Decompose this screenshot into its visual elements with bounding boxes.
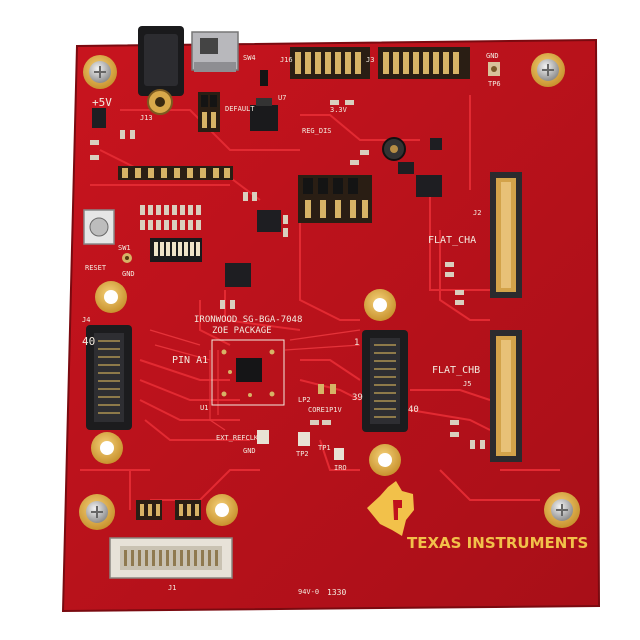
label-40-left: 40: [82, 335, 95, 348]
slide-switch: [191, 31, 239, 72]
label-1-right: 1: [354, 338, 359, 348]
mount-screw-tr: [531, 53, 565, 87]
label-j5: J5: [463, 380, 471, 388]
label-tp6: TP6: [488, 80, 501, 88]
mount-screw-tl: [83, 55, 117, 89]
test-points-mid: [257, 384, 344, 460]
label-flat-chb: FLAT_CHB: [432, 365, 480, 376]
ic-small-3: [398, 138, 442, 197]
label-pin-a1: PIN A1: [172, 355, 208, 366]
ti-logo-icon: [367, 481, 414, 536]
pcb-traces: [80, 95, 560, 510]
label-plus5v: +5V: [92, 96, 112, 109]
label-gnd-top: GND: [486, 52, 499, 60]
label-ext-refclk: EXT_REFCLK: [216, 434, 259, 442]
label-sw1: SW1: [118, 244, 131, 252]
label-sw4: SW4: [243, 54, 256, 62]
small-headers-bottom: [136, 500, 201, 520]
label-gnd-left: GND: [122, 270, 135, 278]
ic-u7: [250, 98, 278, 131]
mount-screw-br: [544, 492, 580, 528]
header-j16: [290, 47, 370, 79]
inductor: [382, 137, 406, 161]
label-zoe-package: ZOE PACKAGE: [212, 326, 272, 336]
flat-connector-j5: [490, 330, 522, 462]
label-j1: J1: [168, 584, 176, 592]
label-iro: IRO: [334, 464, 347, 472]
label-j16: J16: [280, 56, 293, 64]
connector-j1: [109, 537, 233, 579]
jumper-cluster: [298, 175, 372, 223]
label-39: 39: [352, 393, 363, 403]
pin-header-row: [118, 166, 233, 180]
label-board-code: 94V-0: [298, 588, 319, 596]
label-40-right: 40: [408, 405, 419, 415]
label-j2: J2: [473, 209, 481, 217]
test-point-tp6: [488, 62, 500, 76]
test-point-gnd-left: [122, 253, 132, 263]
label-flat-cha: FLAT_CHA: [428, 235, 476, 246]
ic-small-4: [92, 108, 106, 128]
pcb-board: [61, 38, 601, 613]
label-tp2: TP2: [296, 450, 309, 458]
label-lp2: LP2: [298, 396, 311, 404]
ic-small-2: [225, 263, 251, 287]
connector-center: [362, 330, 408, 432]
label-core1p1v: CORE1P1V: [308, 406, 343, 414]
bga-chip-u1: [236, 358, 262, 382]
label-ironwood: IRONWOOD SG-BGA-7048: [194, 315, 302, 325]
label-j13: J13: [140, 114, 153, 122]
label-date-code: 1330: [327, 588, 346, 597]
label-u1: U1: [200, 404, 208, 412]
dip-switch: [150, 238, 202, 262]
power-jack: [138, 26, 184, 115]
passive-components: [90, 100, 485, 449]
flat-connector-j2: [490, 172, 522, 298]
label-3v3: 3.3V: [330, 106, 348, 114]
bga-vias: [221, 349, 275, 397]
bga-socket-outline: [211, 339, 285, 406]
ic-small-1: [257, 210, 281, 232]
label-gnd-mid: GND: [243, 447, 256, 455]
gold-mount-pads: [91, 281, 401, 526]
connector-j4: [86, 325, 132, 430]
brand-name: TEXAS INSTRUMENTS: [407, 534, 588, 552]
label-default: DEFAULT: [225, 105, 255, 113]
reset-switch: [83, 209, 115, 245]
label-j3: J3: [366, 56, 374, 64]
label-j4: J4: [82, 316, 90, 324]
header-j3: [378, 47, 470, 79]
label-u7: U7: [278, 94, 286, 102]
small-jumpers: [198, 70, 268, 132]
label-reset: RESET: [85, 264, 107, 272]
label-tp1: TP1: [318, 444, 331, 452]
mount-screw-bl: [79, 494, 115, 530]
label-reg-dis: REG_DIS: [302, 127, 332, 135]
